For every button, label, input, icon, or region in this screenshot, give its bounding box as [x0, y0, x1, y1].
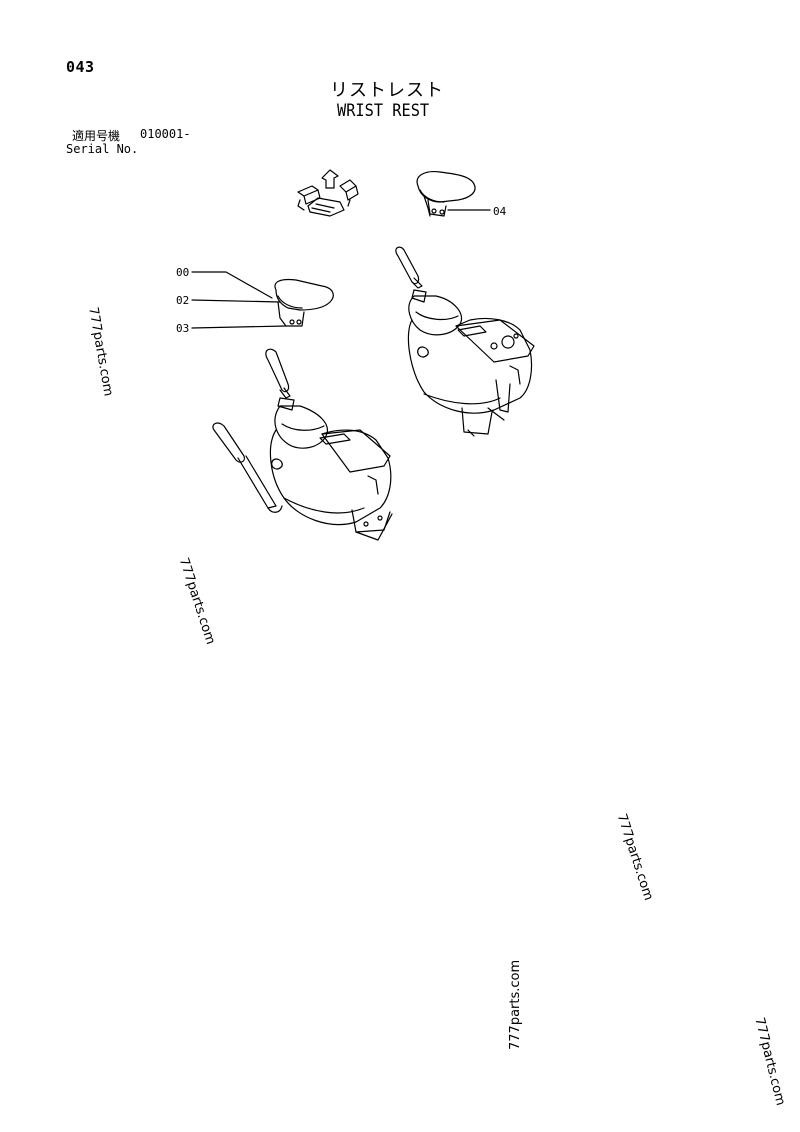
callout-label-04: 04 — [493, 205, 507, 218]
page-number: 043 — [66, 58, 95, 76]
serial-number-value: 010001- — [140, 127, 191, 141]
leader-line-02 — [191, 299, 281, 303]
serial-label-english: Serial No. — [66, 142, 139, 156]
serial-label-japanese: 適用号機 — [72, 129, 121, 143]
wrist-rest-part-04 — [416, 171, 476, 217]
watermark-text: 777parts.com — [508, 959, 523, 1050]
left-control-lever-assembly — [212, 348, 393, 541]
page-title-japanese: リストレスト — [330, 80, 444, 101]
callout-label-03: 03 — [176, 322, 190, 335]
leader-line-03 — [191, 325, 287, 329]
wrist-rest-part-00 — [274, 278, 334, 327]
orientation-indicator-icon — [297, 169, 359, 217]
leader-line-00 — [191, 271, 273, 299]
page-title-english: WRIST REST — [337, 101, 430, 121]
callout-label-02: 02 — [176, 294, 190, 307]
callout-label-00: 00 — [176, 266, 190, 279]
right-control-lever-assembly — [395, 246, 535, 437]
